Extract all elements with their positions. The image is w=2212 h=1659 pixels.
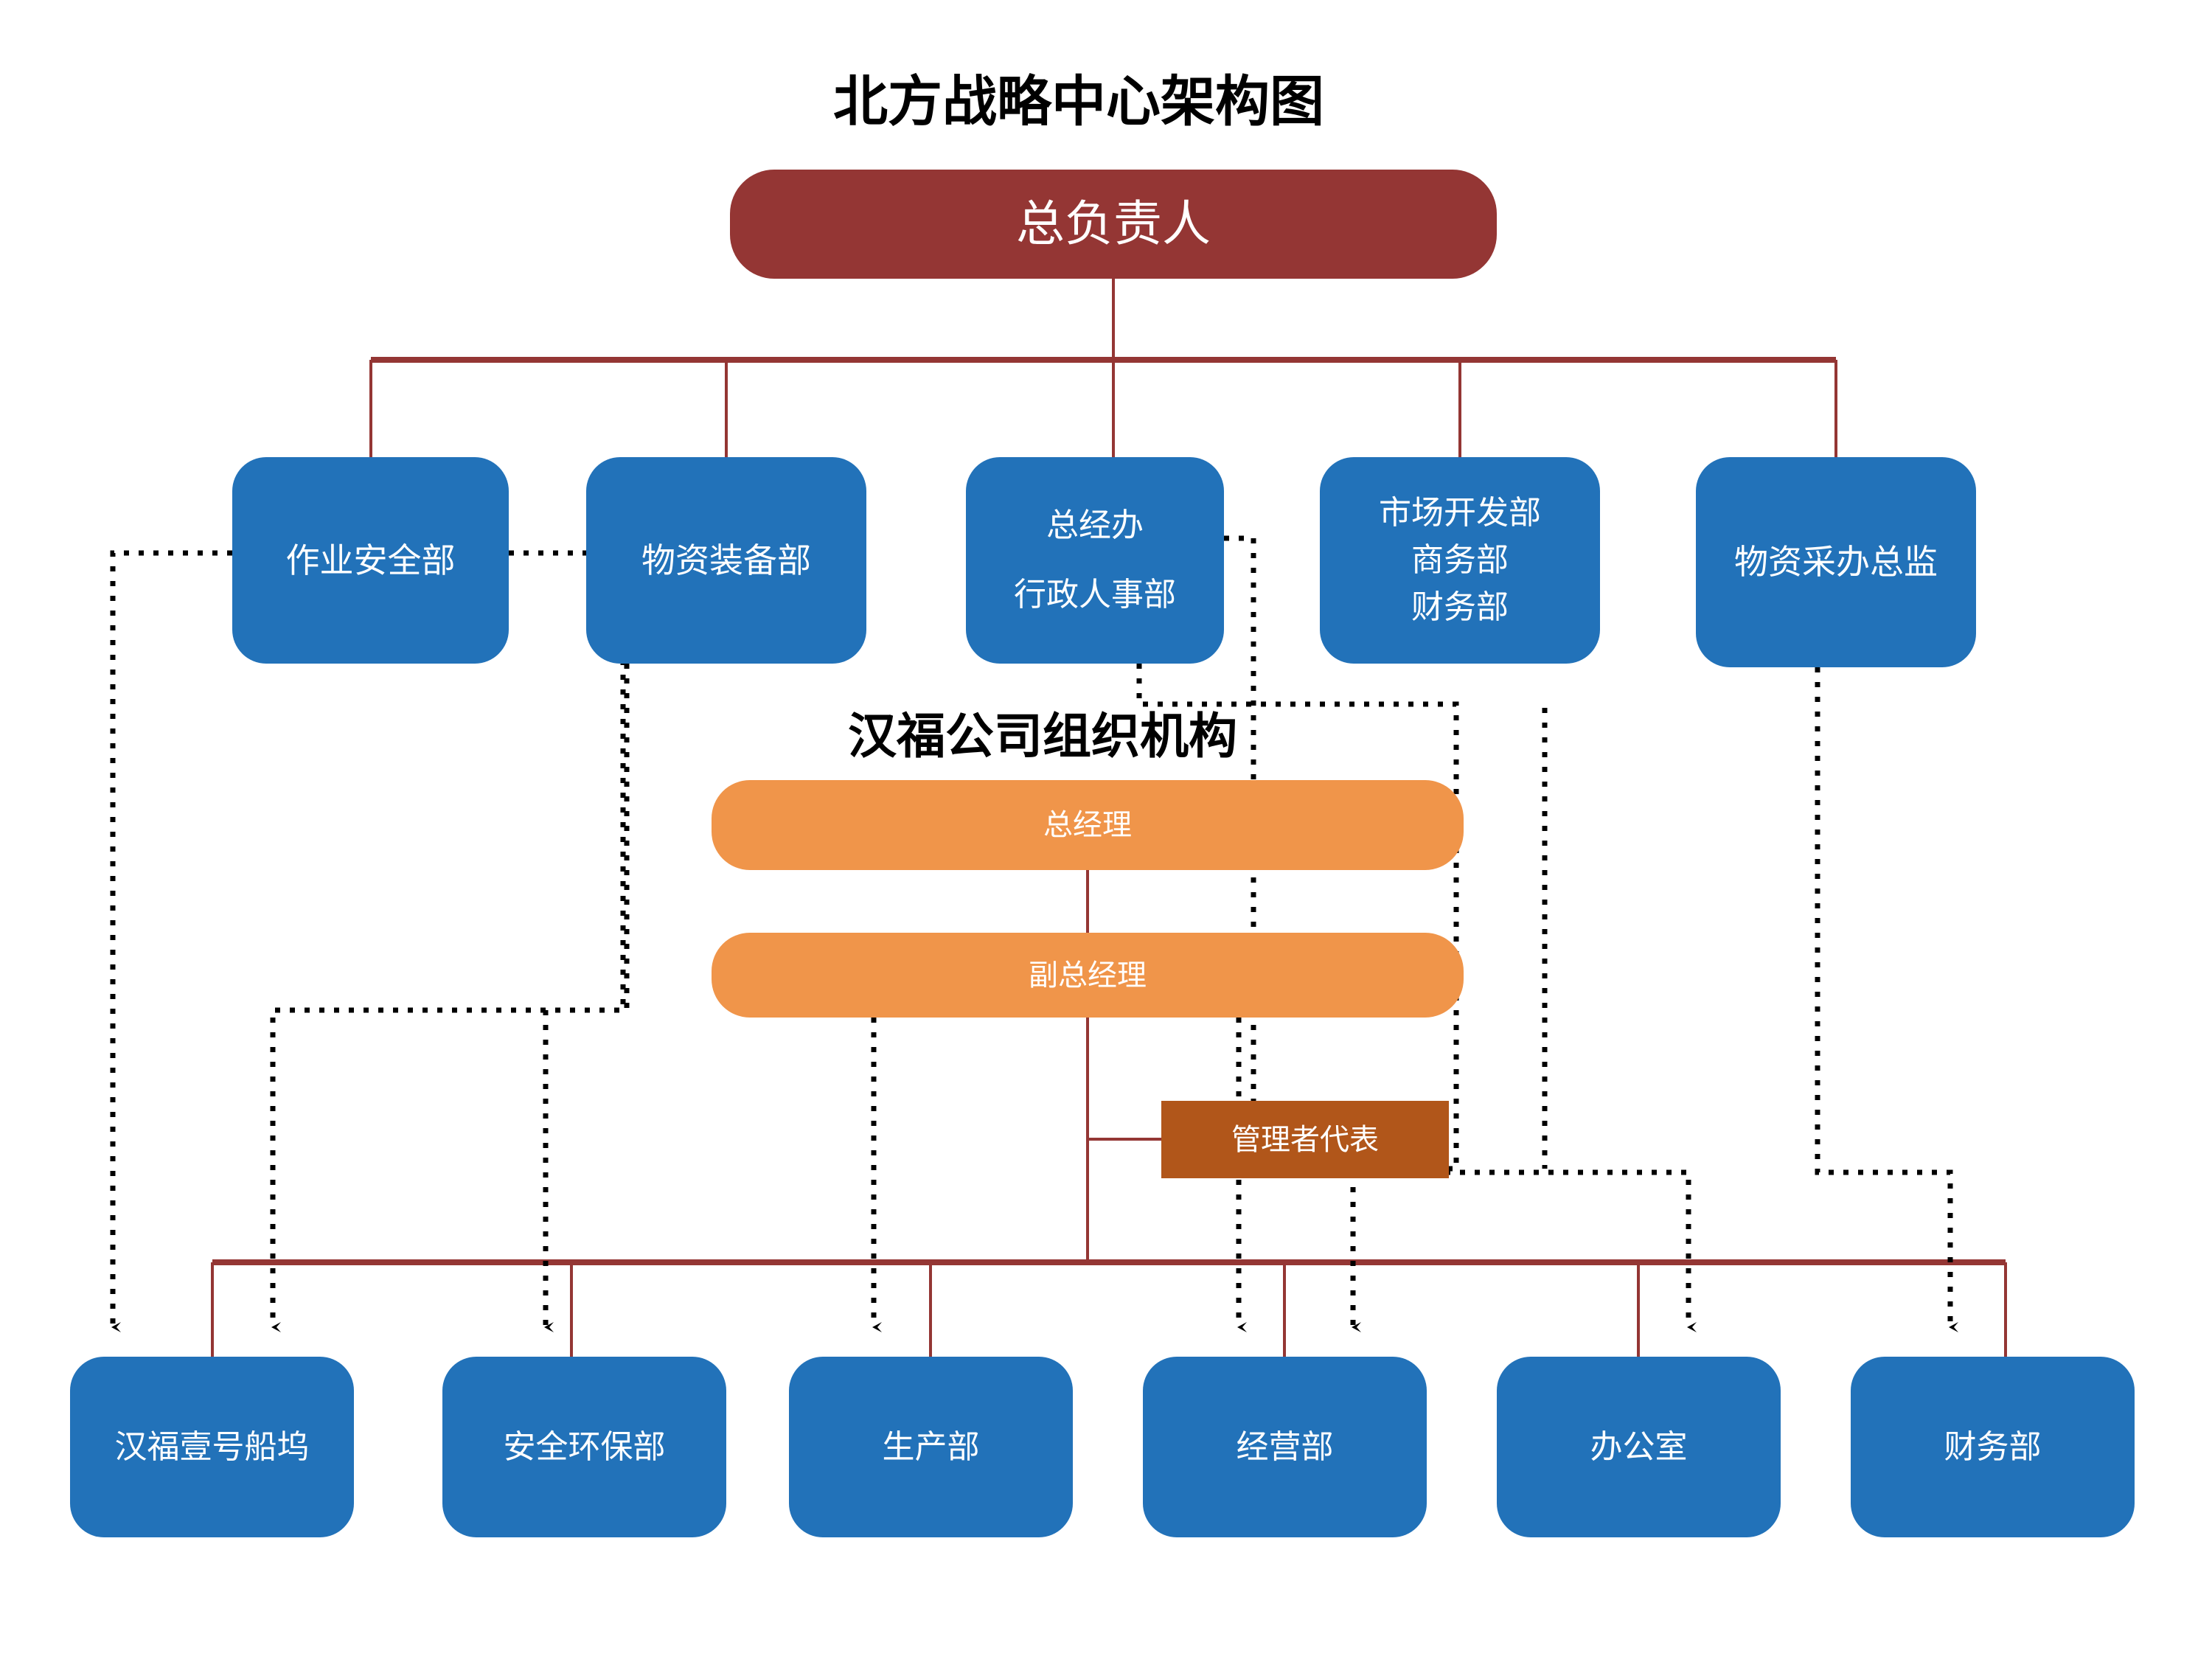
node-safety-line-0: 作业安全部: [285, 540, 456, 580]
node-root-line-0: 总负责人: [1016, 196, 1211, 251]
node-market-line-0: 市场开发部: [1379, 495, 1541, 532]
node-purchase-line-0: 物资采办总监: [1734, 543, 1938, 582]
node-ops-line-0: 经营部: [1236, 1428, 1334, 1465]
node-gm-office[interactable]: 总经办 行政人事部: [966, 457, 1224, 664]
node-prod[interactable]: 生产部: [789, 1357, 1073, 1537]
node-hse[interactable]: 安全环保部: [442, 1357, 726, 1537]
node-material-line-0: 物资装备部: [641, 540, 811, 580]
node-gm-line-0: 总经理: [1043, 809, 1132, 841]
edge-safety-hse: [270, 550, 626, 1332]
node-safety[interactable]: 作业安全部: [232, 457, 509, 664]
node-office-line-0: 办公室: [1590, 1428, 1688, 1465]
edge-material-prod: [543, 664, 630, 1332]
node-finance[interactable]: 财务部: [1851, 1357, 2135, 1537]
node-mgmt-rep[interactable]: 管理者代表: [1161, 1101, 1449, 1178]
node-dock-line-0: 汉福壹号船坞: [114, 1428, 310, 1465]
node-gm-office-line-1: 行政人事部: [1014, 577, 1176, 613]
node-gm[interactable]: 总经理: [712, 780, 1464, 870]
node-mgmt-rep-line-0: 管理者代表: [1231, 1123, 1379, 1156]
node-market-line-2: 财务部: [1411, 588, 1509, 625]
node-finance-line-0: 财务部: [1944, 1428, 2042, 1465]
node-prod-line-0: 生产部: [882, 1428, 980, 1465]
node-market[interactable]: 市场开发部 商务部 财务部: [1320, 457, 1600, 664]
secondary-title: 汉福公司组织机构: [848, 709, 1237, 763]
page-title: 北方战略中心架构图: [833, 71, 1324, 132]
node-root[interactable]: 总负责人: [730, 170, 1497, 279]
node-purchase[interactable]: 物资采办总监: [1696, 457, 1976, 667]
node-deputy-gm-line-0: 副总经理: [1029, 959, 1147, 992]
node-deputy-gm[interactable]: 副总经理: [712, 933, 1464, 1018]
edge-safety-dock: [110, 550, 232, 1332]
node-dock[interactable]: 汉福壹号船坞: [70, 1357, 354, 1537]
edge-purchase-finance: [1815, 667, 1958, 1332]
node-ops[interactable]: 经营部: [1143, 1357, 1427, 1537]
node-material[interactable]: 物资装备部: [586, 457, 866, 664]
node-market-line-1: 商务部: [1411, 542, 1509, 579]
node-hse-line-0: 安全环保部: [503, 1428, 666, 1465]
node-office[interactable]: 办公室: [1497, 1357, 1781, 1537]
node-gm-office-line-0: 总经办: [1046, 507, 1144, 544]
